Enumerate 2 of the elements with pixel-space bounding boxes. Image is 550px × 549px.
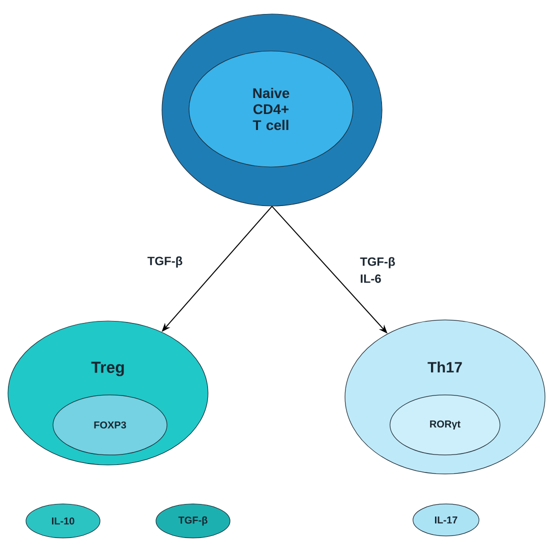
edge-label: TGF-β IL-6 — [360, 257, 395, 283]
edge-label: TGF-β — [147, 256, 182, 268]
